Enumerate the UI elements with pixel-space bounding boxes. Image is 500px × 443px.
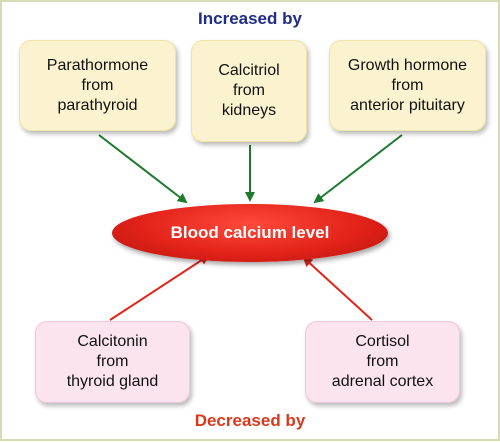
- parathormone-box: Parathormone from parathyroid: [19, 40, 176, 131]
- parathormone-text: Parathormone from parathyroid: [46, 56, 149, 114]
- arrow-cortisol-to-calcium: [302, 256, 373, 321]
- cortisol-text: Cortisol from adrenal cortex: [331, 333, 434, 390]
- cortisol-box: Cortisol from adrenal cortex: [305, 321, 460, 403]
- blood-calcium-level-label: Blood calcium level: [170, 223, 330, 242]
- growth-hormone-box: Growth hormone from anterior pituitary: [329, 40, 486, 131]
- increased-by-heading: Increased by: [198, 9, 302, 28]
- decreased-by-heading: Decreased by: [194, 411, 306, 430]
- arrow-calcitonin-to-calcium: [109, 254, 210, 321]
- calcitriol-text: Calcitriol from kidneys: [218, 62, 280, 119]
- arrow-growth-hormone-to-calcium: [313, 134, 403, 204]
- calcitonin-text: Calcitonin from thyroid gland: [66, 333, 159, 390]
- calcitonin-box: Calcitonin from thyroid gland: [35, 321, 190, 403]
- arrow-parathormone-to-calcium: [98, 134, 188, 204]
- growth-hormone-text: Growth hormone from anterior pituitary: [347, 56, 468, 114]
- calcitriol-box: Calcitriol from kidneys: [191, 40, 307, 142]
- blood-calcium-level-node: Blood calcium level: [112, 204, 388, 262]
